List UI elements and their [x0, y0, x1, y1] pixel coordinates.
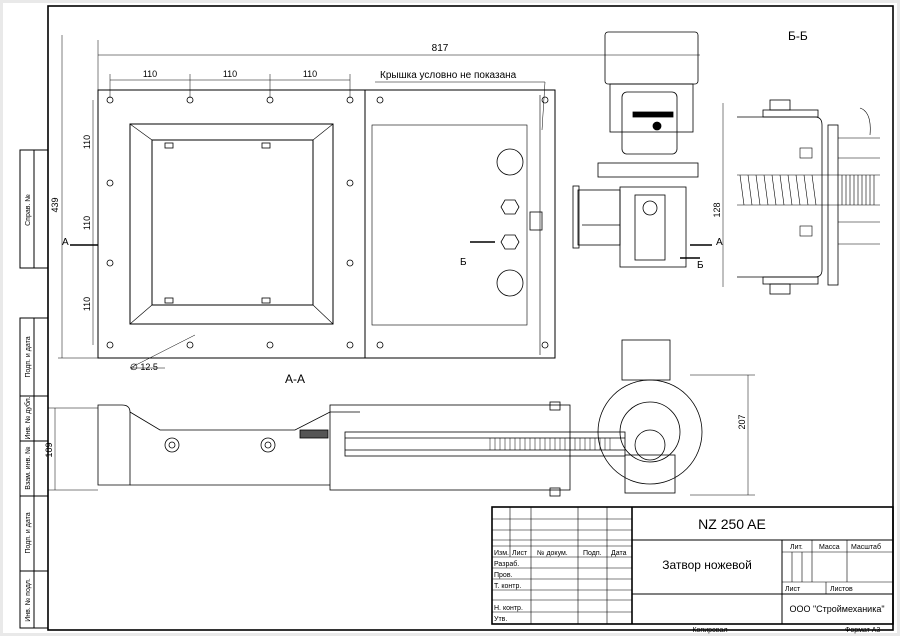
dim-pitch: 110 — [223, 69, 237, 79]
copied-label: Копировал — [692, 627, 727, 634]
col-list: Лист — [512, 550, 528, 557]
side-strip-top: Справ. № — [25, 194, 32, 226]
title-block: Изм. Лист № докум. Подп. Дата Разраб. Пр… — [491, 506, 894, 634]
col-sign: Подп. — [583, 550, 602, 557]
role-checker: Пров. — [494, 572, 513, 579]
dim-hole-diameter: ∅ 12.5 — [130, 362, 158, 372]
side-strip: Справ. № Подп. и дата Инв. № дубл. Взам.… — [19, 149, 49, 629]
designation: NZ 250 AE — [698, 516, 766, 532]
dim-height: 439 — [50, 197, 60, 212]
dim-v-pitch: 110 — [82, 135, 92, 149]
section-mark-b: Б — [460, 257, 467, 268]
sheets-label: Листов — [830, 586, 853, 593]
col-doc: № докум. — [537, 550, 568, 557]
section-mark-a: А — [62, 237, 69, 248]
side-field: Инв. № дубл. — [24, 396, 32, 439]
mass-label: Масса — [819, 544, 840, 551]
dim-aa-thickness: 109 — [44, 442, 54, 457]
side-field: Подп. и дата — [25, 512, 32, 553]
role-tech-control: Т. контр. — [494, 583, 521, 590]
dim-v-pitch: 110 — [82, 216, 92, 230]
side-field: Подп. и дата — [25, 336, 32, 377]
col-date: Дата — [611, 550, 627, 557]
section-mark-a: А — [716, 237, 723, 248]
role-norm-control: Н. контр. — [494, 605, 523, 612]
role-developer: Разраб. — [494, 560, 519, 568]
format-label: Формат А3 — [845, 627, 880, 634]
section-bb-title: Б-Б — [788, 29, 808, 43]
side-field: Взам. инв. № — [25, 446, 32, 489]
section-bb: Б-Б 128 — [712, 29, 880, 295]
motor-gearbox — [572, 31, 699, 268]
sheet-label: Лист — [785, 586, 801, 593]
scale-label: Масштаб — [851, 543, 881, 551]
top-view: 817 110 110 110 110 110 110 439 ∅ 12.5 К… — [50, 35, 723, 372]
note-cover-not-shown: Крышка условно не показана — [380, 70, 517, 81]
side-field: Инв. № подл. — [25, 578, 32, 622]
section-aa: А-А 109 207 — [44, 339, 755, 497]
dim-v-pitch: 110 — [82, 297, 92, 311]
part-name: Затвор ножевой — [662, 558, 752, 572]
dim-pitch: 110 — [143, 69, 157, 79]
lit-label: Лит. — [790, 544, 803, 551]
section-mark-b: Б — [697, 260, 704, 271]
dim-aa-height: 207 — [737, 414, 747, 429]
dim-pitch: 110 — [303, 69, 317, 79]
col-izm: Изм. — [494, 550, 509, 557]
dim-section-height: 128 — [712, 202, 722, 217]
dim-overall-length: 817 — [432, 43, 449, 54]
company-name: ООО "Строймеханика" — [789, 604, 884, 614]
section-aa-title: А-А — [285, 372, 305, 386]
role-approved: Утв. — [494, 616, 507, 623]
